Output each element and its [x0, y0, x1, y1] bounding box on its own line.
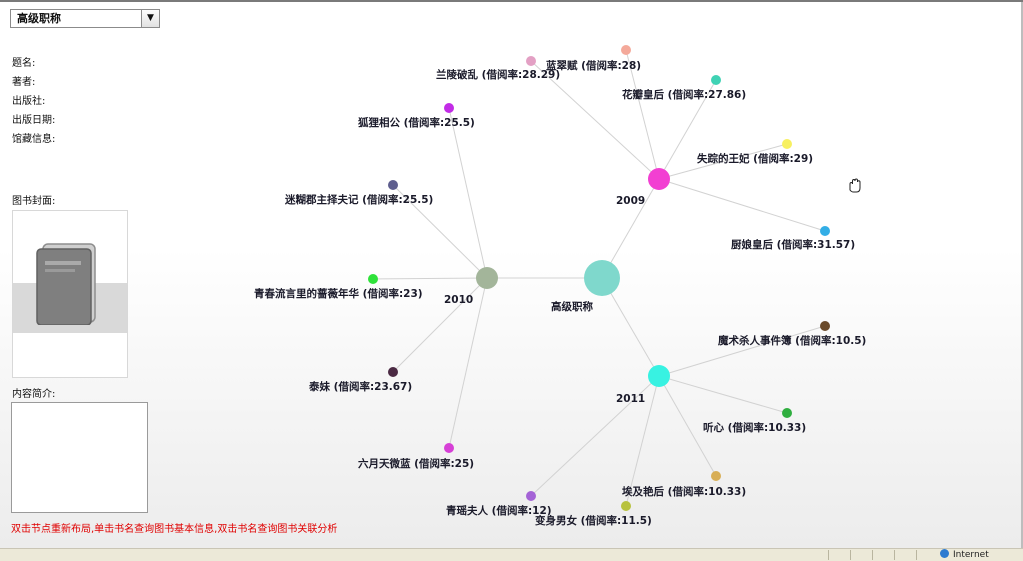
label-holdings: 馆藏信息: [12, 134, 56, 145]
book-label[interactable]: 六月天微蓝 (借阅率:25) [358, 457, 474, 470]
book-label[interactable]: 变身男女 (借阅率:11.5) [535, 514, 652, 527]
book-node[interactable] [820, 321, 830, 331]
book-node[interactable] [368, 274, 378, 284]
chevron-down-icon[interactable]: ▼ [141, 10, 159, 27]
book-node[interactable] [388, 367, 398, 377]
book-label[interactable]: 厨娘皇后 (借阅率:31.57) [731, 238, 855, 251]
book-node[interactable] [782, 408, 792, 418]
book-label[interactable]: 青春流言里的蔷薇年华 (借阅率:23) [254, 287, 423, 300]
book-node[interactable] [621, 501, 631, 511]
root-node[interactable] [584, 260, 620, 296]
label-publisher: 出版社: [12, 96, 46, 107]
book-node[interactable] [782, 139, 792, 149]
year-label-2010[interactable]: 2010 [444, 294, 473, 306]
hand-cursor-icon [849, 178, 861, 193]
book-node[interactable] [621, 45, 631, 55]
book-cover-image [12, 210, 128, 378]
book-icon [36, 243, 96, 325]
book-label[interactable]: 花瓣皇后 (借阅率:27.86) [622, 88, 746, 101]
globe-icon [940, 549, 949, 558]
label-cover: 图书封面: [12, 196, 56, 207]
book-label[interactable]: 蓝翠赋 (借阅率:28) [546, 59, 641, 72]
internet-zone: Internet [940, 549, 989, 560]
book-node[interactable] [526, 56, 536, 66]
year-label-2009[interactable]: 2009 [616, 195, 645, 207]
hint-text: 双击节点重新布局,单击书名查询图书基本信息,双击书名查询图书关联分析 [11, 524, 338, 535]
label-author: 著者: [12, 77, 36, 88]
window-right-border [1021, 2, 1023, 548]
root-label[interactable]: 高级职称 [551, 300, 593, 313]
status-bar: Internet [0, 548, 1023, 561]
select-value: 高级职称 [17, 12, 61, 25]
book-label[interactable]: 听心 (借阅率:10.33) [703, 421, 806, 434]
book-node[interactable] [711, 471, 721, 481]
book-node[interactable] [820, 226, 830, 236]
book-label[interactable]: 失踪的王妃 (借阅率:29) [697, 152, 813, 165]
year-node-2011[interactable] [648, 365, 670, 387]
app-panel [0, 2, 1023, 548]
book-node[interactable] [444, 103, 454, 113]
label-title: 题名: [12, 58, 36, 69]
book-label[interactable]: 埃及艳后 (借阅率:10.33) [622, 485, 746, 498]
title-category-select[interactable]: 高级职称 ▼ [10, 9, 160, 28]
book-label[interactable]: 迷糊郡主择夫记 (借阅率:25.5) [284, 193, 433, 206]
book-label[interactable]: 泰妹 (借阅率:23.67) [308, 380, 412, 393]
book-node[interactable] [388, 180, 398, 190]
book-label[interactable]: 青瑶夫人 (借阅率:12) [446, 504, 552, 517]
book-label[interactable]: 魔术杀人事件簿 (借阅率:10.5) [718, 334, 866, 347]
year-node-2010[interactable] [476, 267, 498, 289]
relationship-graph[interactable]: 高级职称 2009 2010 2011 蓝翠赋 (借阅率:28) 兰陵破乱 (借… [0, 0, 1023, 548]
label-intro: 内容简介: [12, 389, 56, 400]
window-top-border [0, 0, 1023, 2]
book-label[interactable]: 狐狸相公 (借阅率:25.5) [358, 116, 475, 129]
zone-label: Internet [953, 550, 989, 560]
book-node[interactable] [711, 75, 721, 85]
year-node-2009[interactable] [648, 168, 670, 190]
label-publish-date: 出版日期: [12, 115, 56, 126]
book-label[interactable]: 兰陵破乱 (借阅率:28.29) [436, 68, 560, 81]
book-node[interactable] [444, 443, 454, 453]
year-label-2011[interactable]: 2011 [616, 393, 645, 405]
intro-textbox[interactable] [11, 402, 148, 513]
book-node[interactable] [526, 491, 536, 501]
